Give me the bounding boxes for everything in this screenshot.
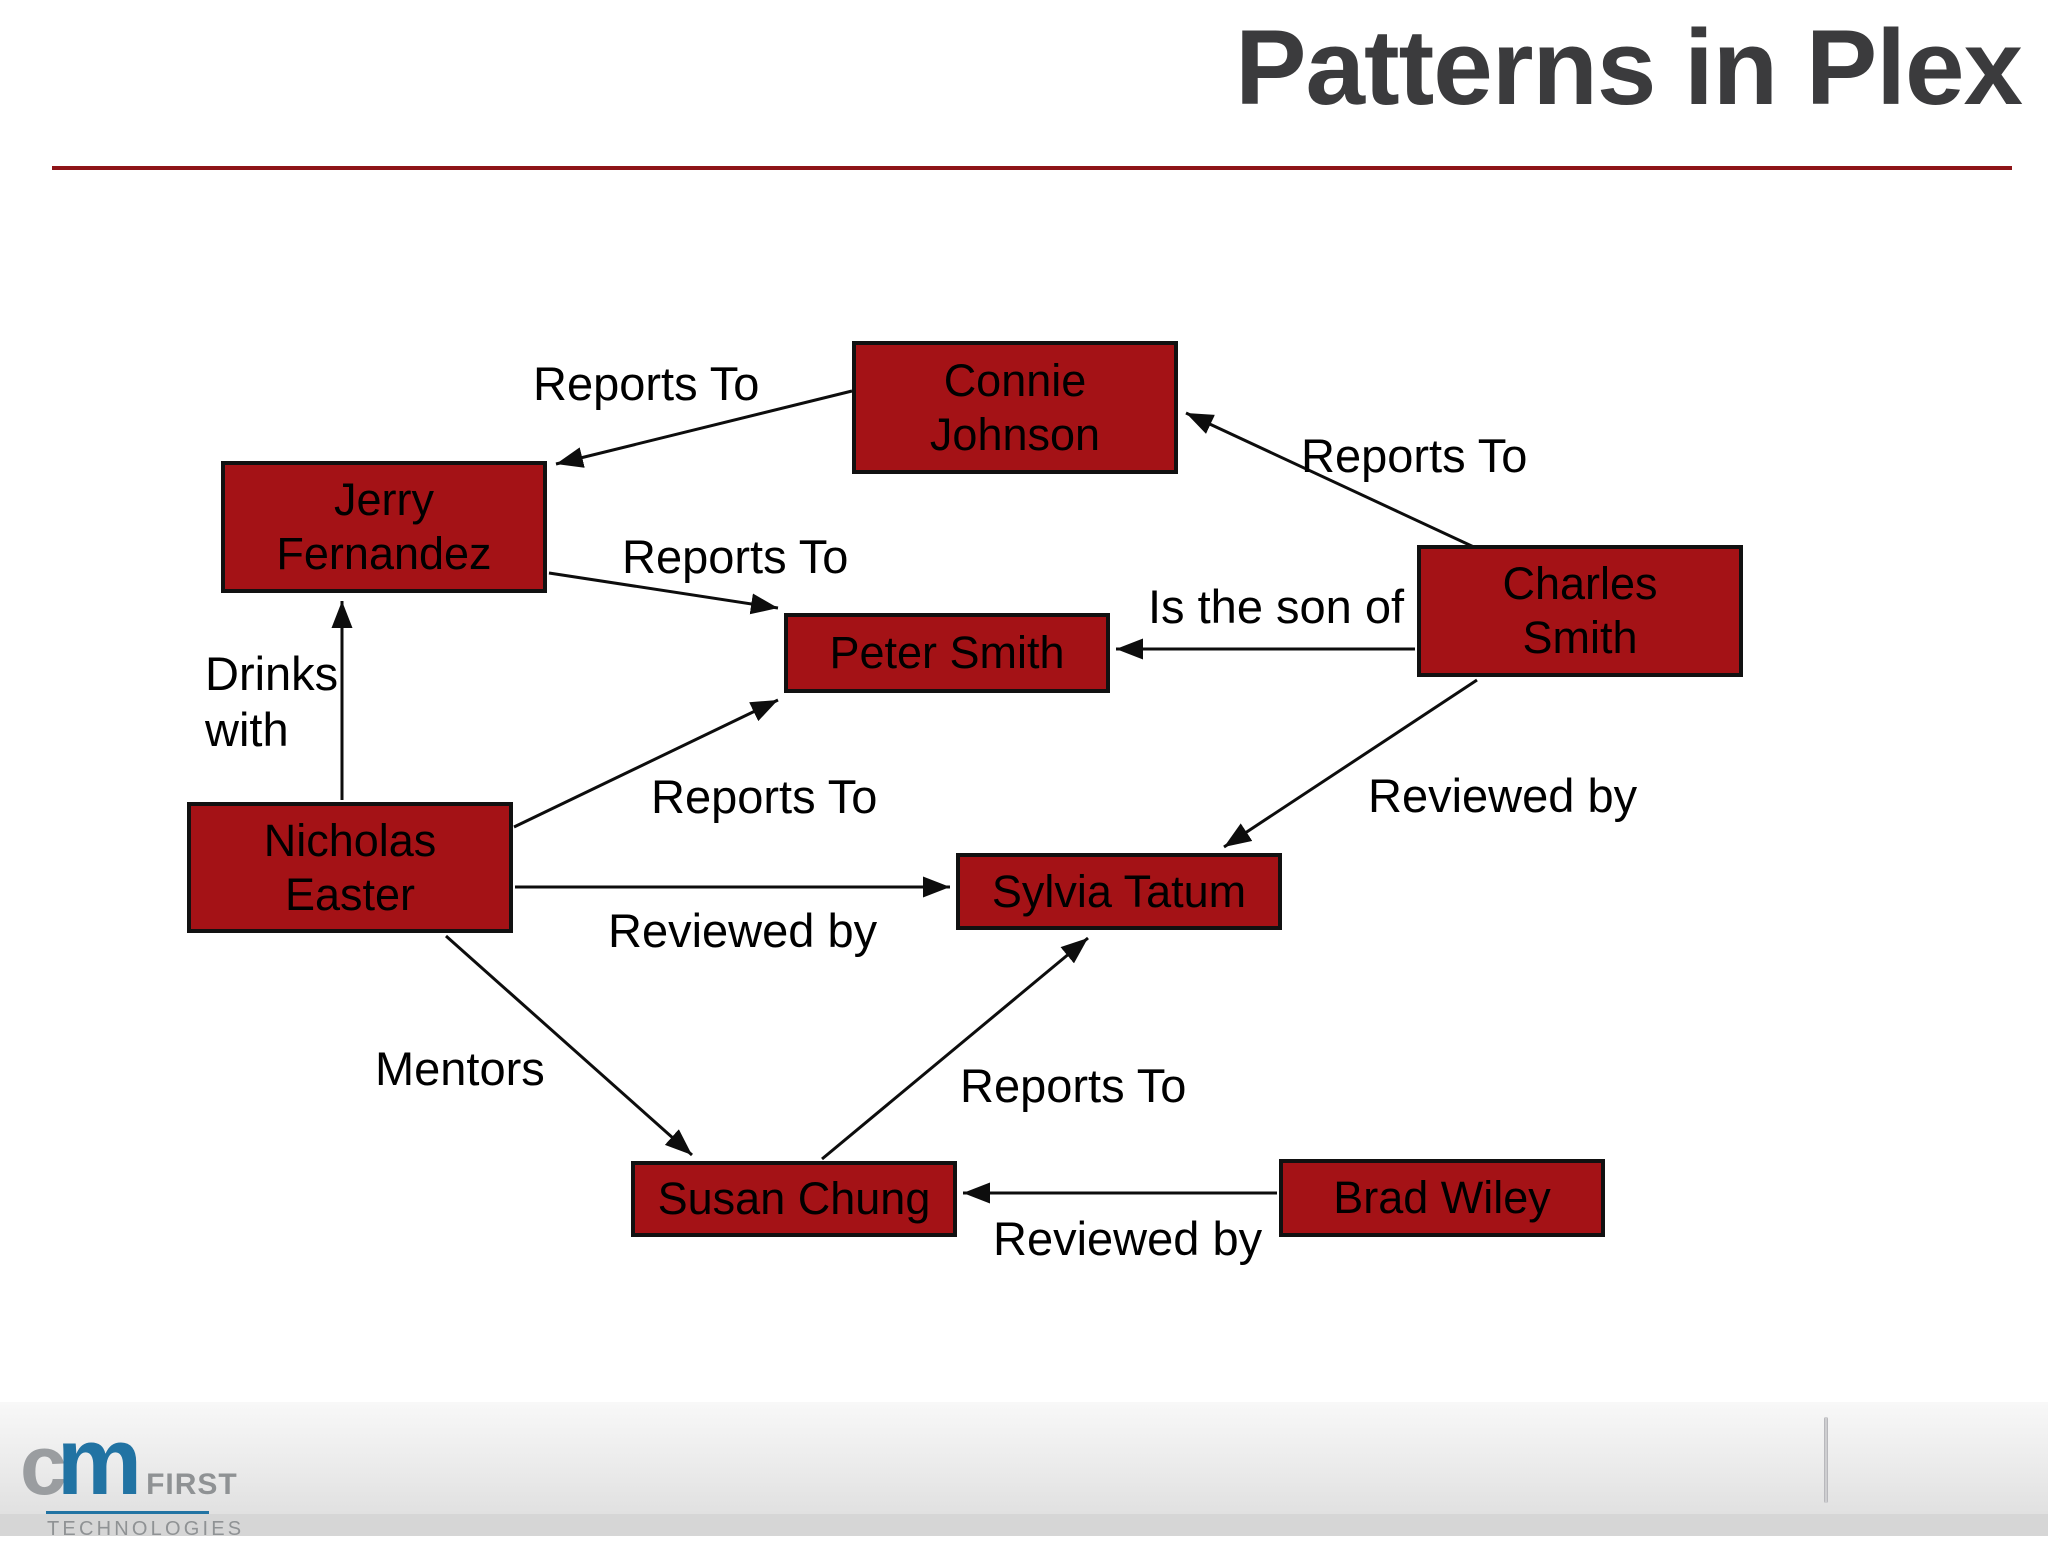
node-peter-smith: Peter Smith (784, 613, 1110, 693)
node-charles-smith: Charles Smith (1417, 545, 1743, 677)
edge-label-charles-to-connie: Reports To (1301, 429, 1528, 482)
edge-charles-to-sylvia (1223, 678, 1478, 849)
node-susan-chung: Susan Chung (631, 1161, 957, 1237)
node-jerry-fernandez: Jerry Fernandez (221, 461, 547, 593)
edge-label-charles-to-peter: Is the son of (1148, 580, 1405, 633)
edge-susan-to-sylvia (821, 936, 1089, 1161)
edge-jerry-to-peter (548, 571, 779, 615)
scrollbar-thumb[interactable] (1824, 1417, 1828, 1503)
edge-label-connie-to-jerry: Reports To (533, 357, 760, 410)
footer-strip (0, 1514, 2048, 1536)
edge-label-nicholas-to-sylvia: Reviewed by (608, 904, 878, 957)
edge-label-nicholas-to-susan: Mentors (375, 1042, 545, 1095)
edge-label-jerry-to-peter: Reports To (622, 530, 849, 583)
edge-connie-to-jerry (555, 389, 853, 468)
edge-label-nicholas-to-peter: Reports To (651, 770, 878, 823)
logo-letter-c: c (20, 1418, 67, 1512)
node-brad-wiley: Brad Wiley (1279, 1159, 1605, 1237)
node-sylvia-tatum: Sylvia Tatum (956, 853, 1282, 930)
edge-label-nicholas-to-jerry: Drinks with (205, 647, 339, 757)
node-connie-johnson: Connie Johnson (852, 341, 1178, 474)
logo-underline (46, 1511, 209, 1514)
node-nicholas-easter: Nicholas Easter (187, 802, 513, 933)
logo-first-text: FIRST (146, 1468, 238, 1501)
edge-nicholas-to-peter (513, 698, 779, 829)
edge-charles-to-connie (1185, 411, 1477, 550)
logo-letter-m: m (56, 1408, 143, 1515)
edge-label-susan-to-sylvia: Reports To (960, 1059, 1187, 1112)
edge-nicholas-to-susan (445, 934, 693, 1157)
title-underline (52, 166, 2012, 170)
footer-band (0, 1402, 2048, 1536)
edge-label-charles-to-sylvia: Reviewed by (1368, 769, 1638, 822)
edge-label-brad-to-susan: Reviewed by (993, 1212, 1263, 1265)
logo-technologies-text: TECHNOLOGIES (47, 1518, 245, 1540)
page-title: Patterns in Plex (1235, 7, 2023, 127)
